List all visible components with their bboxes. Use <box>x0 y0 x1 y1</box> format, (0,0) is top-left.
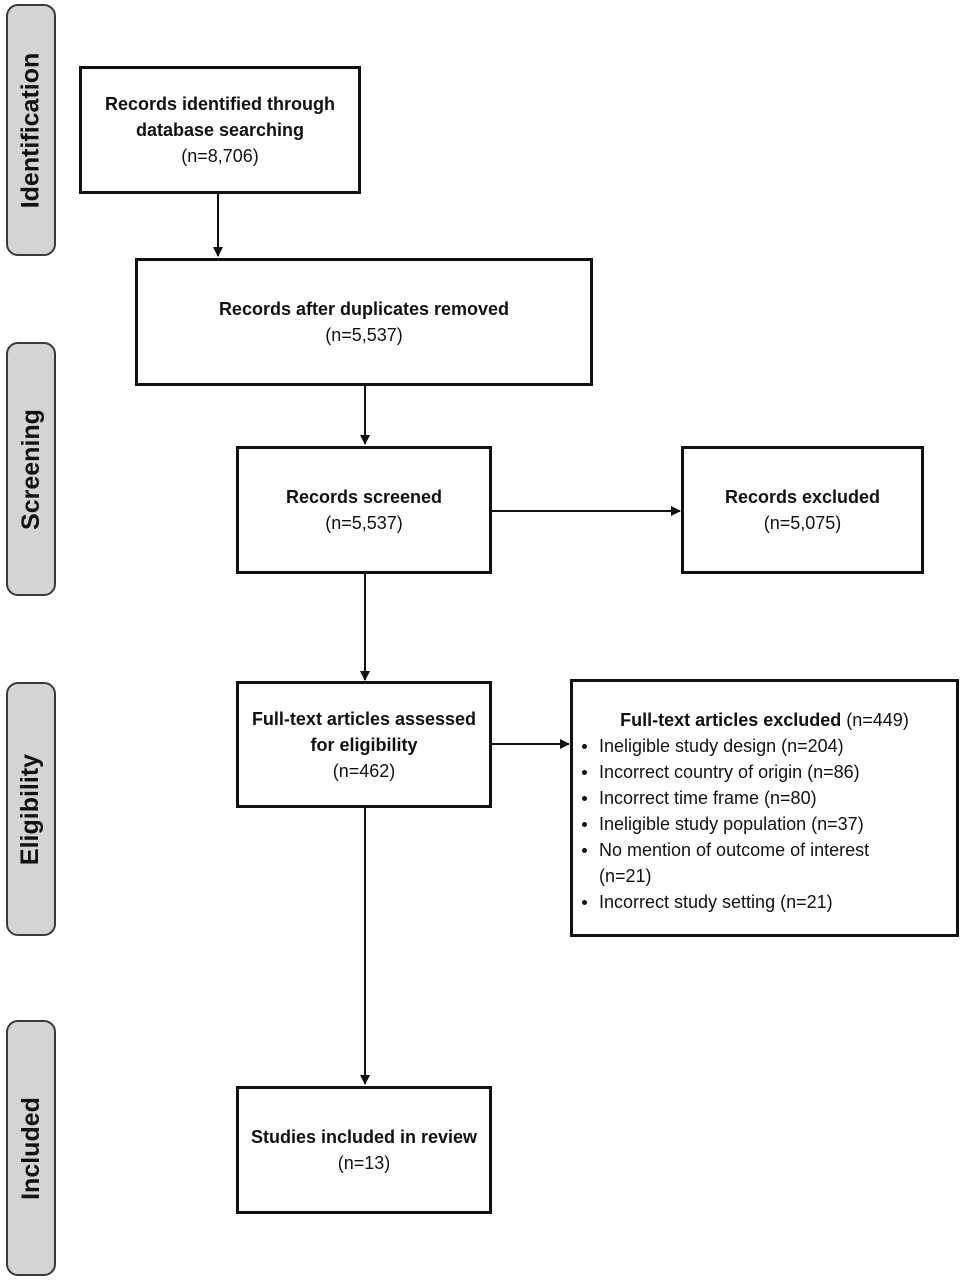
excluded-line1: Records excluded <box>724 487 881 507</box>
screened-line1: Records screened <box>285 487 443 507</box>
fulltext-excluded-heading: Full-text articles excluded (n=449) <box>573 707 956 733</box>
after-duplicates-count: (n=5,537) <box>325 325 403 345</box>
stage-included: Included <box>6 1020 56 1276</box>
after-duplicates-line1: Records after duplicates removed <box>218 299 510 319</box>
exclusion-reason: Incorrect country of origin (n=86) <box>582 759 956 785</box>
stage-screening: Screening <box>6 342 56 596</box>
identified-line2: database searching <box>135 120 305 140</box>
fulltext-excluded-title: Full-text articles excluded <box>620 710 842 730</box>
stage-eligibility: Eligibility <box>6 682 56 936</box>
exclusion-reason: Ineligible study population (n=37) <box>582 811 956 837</box>
exclusion-reason: Incorrect study setting (n=21) <box>582 889 956 915</box>
box-fulltext-excluded: Full-text articles excluded (n=449) Inel… <box>570 679 959 937</box>
screened-count: (n=5,537) <box>325 513 403 533</box>
identified-line1: Records identified through <box>104 94 335 114</box>
fulltext-assessed-line1: Full-text articles assessed <box>251 708 477 729</box>
box-records-screened: Records screened (n=5,537) <box>236 446 492 574</box>
box-fulltext-assessed: Full-text articles assessed for eligibil… <box>236 681 492 808</box>
box-records-identified: Records identified through database sear… <box>79 66 361 194</box>
identified-count: (n=8,706) <box>181 146 259 166</box>
included-line1: Studies included in review <box>250 1127 478 1147</box>
fulltext-excluded-count: (n=449) <box>846 710 909 730</box>
fulltext-assessed-line2: for eligibility <box>310 734 418 755</box>
exclusion-reasons-list: Ineligible study design (n=204) Incorrec… <box>573 733 956 915</box>
exclusion-reason: Ineligible study design (n=204) <box>582 733 956 759</box>
box-records-excluded: Records excluded (n=5,075) <box>681 446 924 574</box>
box-studies-included: Studies included in review (n=13) <box>236 1086 492 1214</box>
box-after-duplicates: Records after duplicates removed (n=5,53… <box>135 258 593 386</box>
included-count: (n=13) <box>337 1153 391 1173</box>
exclusion-reason: No mention of outcome of interest (n=21) <box>582 837 919 889</box>
excluded-count: (n=5,075) <box>763 513 842 533</box>
stage-identification: Identification <box>6 4 56 256</box>
fulltext-assessed-count: (n=462) <box>332 760 396 781</box>
exclusion-reason: Incorrect time frame (n=80) <box>582 785 956 811</box>
